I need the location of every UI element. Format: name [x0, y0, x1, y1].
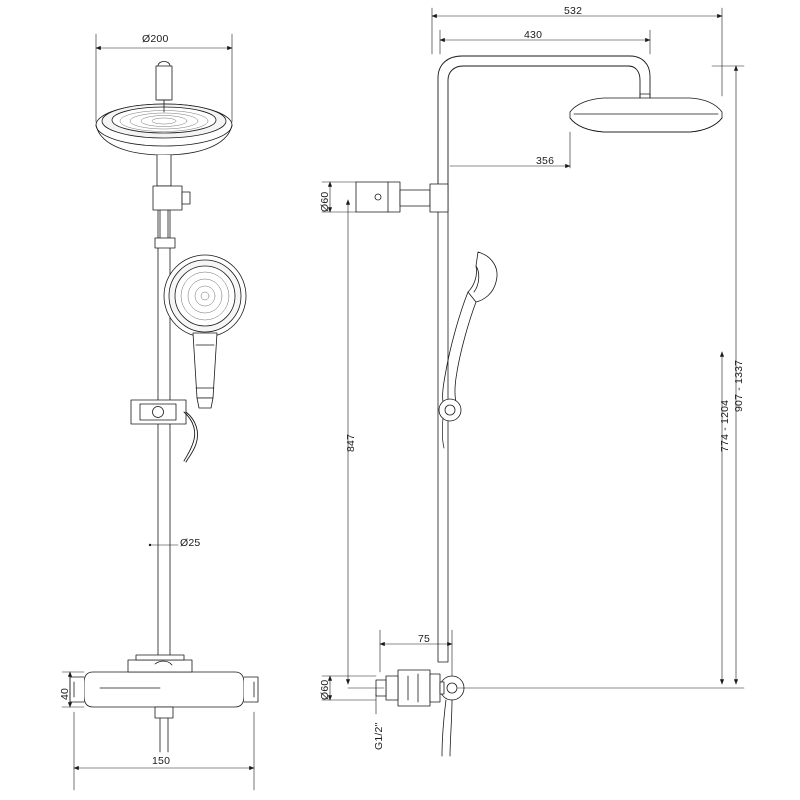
dimension-lines [61, 7, 745, 791]
dim-head-range: 907 - 1337 [733, 359, 745, 412]
dim-inlet-thread: G1/2" [373, 722, 385, 751]
dim-valve-projection: 75 [418, 633, 431, 645]
dim-arm-projection: 430 [524, 29, 543, 41]
side-elevation-geometry [355, 55, 723, 757]
valve-body-side [375, 669, 465, 757]
dim-head-width-side: 356 [536, 155, 555, 167]
upper-wall-bracket [355, 181, 449, 213]
valve-body-front [69, 654, 259, 753]
dim-handset-range: 774 - 1204 [719, 399, 731, 452]
slider-bracket-front [130, 399, 187, 425]
dim-bracket-diameter-lower: Ø60 [319, 679, 331, 700]
dim-valve-centres: 150 [152, 755, 171, 767]
dim-head-diameter: Ø200 [142, 33, 169, 45]
dim-valve-height: 40 [59, 687, 71, 700]
dim-rail-diameter: Ø25 [180, 537, 201, 549]
front-elevation-geometry [69, 61, 259, 753]
dim-overall-projection: 532 [564, 5, 583, 17]
handset-side [438, 251, 498, 449]
dim-bracket-diameter-upper: Ø60 [319, 191, 331, 212]
dim-rail-overall-height: 847 [345, 433, 357, 452]
handset-front [163, 254, 247, 409]
